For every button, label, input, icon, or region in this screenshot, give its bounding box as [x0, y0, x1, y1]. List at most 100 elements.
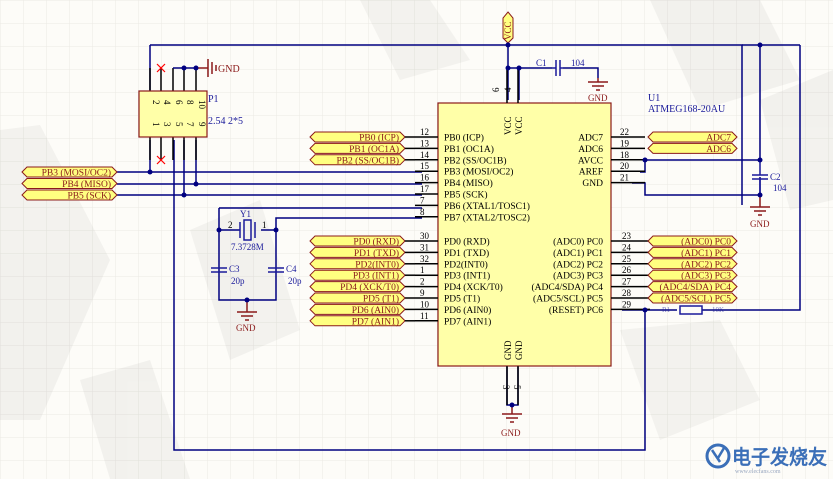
- mcu-pin-number: 23: [622, 231, 632, 241]
- p1-designator: P1: [208, 94, 219, 105]
- p1-pin-number: 6: [174, 100, 184, 105]
- mcu-pin-number: 8: [420, 207, 425, 217]
- gnd-symbol-mcu: [502, 413, 522, 423]
- mcu-pin-number: 24: [622, 242, 632, 252]
- net-port[interactable]: PD3 (INT1): [309, 269, 406, 282]
- mcu-pin-name: (ADC0) PC0: [553, 237, 603, 248]
- capacitor-c2[interactable]: [752, 160, 768, 195]
- crystal-y1[interactable]: [239, 219, 256, 241]
- mcu-pin-name: PD5 (T1): [444, 294, 480, 305]
- net-port[interactable]: PB1 (OC1A): [309, 142, 406, 155]
- p1-pin-number: 9: [197, 122, 207, 127]
- port-label: PD4 (XCK/T0): [340, 282, 399, 293]
- port-label: ADC7: [706, 134, 731, 144]
- port-label: PB0 (ICP): [359, 133, 399, 144]
- watermark-brand: 电子发烧友: [732, 445, 827, 469]
- mcu-pin-number: 32: [420, 254, 429, 264]
- port-shape: [647, 246, 738, 258]
- c3-value: 20p: [231, 276, 245, 286]
- resistor-r1[interactable]: [679, 305, 703, 315]
- mcu-vcc-pins: [506, 68, 519, 103]
- mcu-pin-name: AVCC: [578, 156, 603, 166]
- gnd-label: GND: [588, 93, 608, 103]
- junctions: [147, 42, 763, 408]
- u1-part-number: ATMEG168-20AU: [648, 104, 726, 115]
- gnd-symbol-header: [207, 59, 217, 77]
- net-port[interactable]: ADC6: [647, 142, 738, 155]
- net-port[interactable]: PB4 (MISO): [21, 178, 118, 191]
- net-port[interactable]: PD7 (AIN1): [309, 315, 406, 328]
- header-leads: [149, 68, 197, 160]
- junction-dot: [516, 65, 522, 71]
- port-label: PB4 (MISO): [62, 179, 111, 190]
- net-port[interactable]: PD2(INT0): [309, 258, 406, 271]
- net-port[interactable]: PD0 (RXD): [309, 235, 406, 248]
- port-shape: [647, 142, 738, 154]
- net-port[interactable]: PD6 (AIN0): [309, 303, 406, 316]
- mcu-pin-number: 2: [420, 277, 425, 287]
- y1-pin-number: 1: [262, 220, 267, 230]
- net-port[interactable]: (ADC5/SCL) PC5: [647, 292, 738, 305]
- net-port[interactable]: PB0 (ICP): [309, 131, 406, 144]
- y1-value: 7.3728M: [231, 242, 264, 252]
- junction-dot: [757, 42, 763, 48]
- capacitor-c1[interactable]: [552, 60, 563, 76]
- y1-pin-number: 2: [228, 220, 233, 230]
- port-label: PD5 (T1): [363, 294, 399, 305]
- net-port[interactable]: PD1 (TXD): [309, 246, 406, 259]
- mcu-pin-name: PD1 (TXD): [444, 248, 489, 259]
- capacitor-c4[interactable]: [268, 267, 284, 273]
- gnd-symbol-c1: [588, 81, 608, 91]
- net-port[interactable]: PB5 (SCK): [21, 189, 118, 202]
- junction-dot: [193, 181, 199, 187]
- vcc-power-port[interactable]: VCC: [502, 11, 514, 44]
- c1-designator: C1: [536, 58, 547, 68]
- mcu-pin-name: (ADC1) PC1: [553, 248, 603, 259]
- port-shape: [647, 269, 738, 281]
- c2-designator: C2: [770, 172, 781, 182]
- mcu-pin-number: 20: [620, 161, 630, 171]
- mcu-pin-number: 19: [620, 138, 630, 148]
- logo-icon: [705, 443, 731, 469]
- capacitor-c3[interactable]: [211, 267, 227, 273]
- mcu-u1-body[interactable]: [437, 102, 612, 367]
- net-port[interactable]: (ADC4/SDA) PC4: [647, 281, 738, 294]
- u1-designator: U1: [648, 93, 660, 104]
- header-p1-body[interactable]: [138, 90, 208, 138]
- net-port[interactable]: PB2 (SS/OC1B): [309, 154, 406, 167]
- net-port[interactable]: (ADC3) PC3: [647, 269, 738, 282]
- net-port[interactable]: (ADC0) PC0: [647, 235, 738, 248]
- net-port[interactable]: (ADC2) PC2: [647, 258, 738, 271]
- mcu-pin-name: ADC7: [578, 134, 603, 144]
- net-port[interactable]: PD5 (T1): [309, 292, 406, 305]
- port-shape: [21, 178, 118, 189]
- p1-pin-number: 1: [151, 122, 161, 127]
- junction-dot: [181, 192, 187, 198]
- mcu-pin-name: PB7 (XTAL2/TOSC2): [444, 212, 530, 223]
- junction-dot: [757, 192, 763, 198]
- net-port[interactable]: PD4 (XCK/T0): [309, 281, 406, 294]
- p1-pin-number: 7: [185, 122, 195, 127]
- port-label: PD1 (TXD): [354, 248, 399, 259]
- mcu-pin-number: 14: [420, 150, 430, 160]
- p1-pin-number: 2: [151, 100, 161, 105]
- mcu-pin-number: 17: [420, 184, 430, 194]
- net-port[interactable]: (ADC1) PC1: [647, 246, 738, 259]
- mcu-pin-name: PB0 (ICP): [444, 133, 484, 144]
- net-port[interactable]: ADC7: [647, 131, 738, 144]
- net-port[interactable]: PB3 (MOSI/OC2): [21, 166, 118, 179]
- mcu-pin-name: PB6 (XTAL1/TOSC1): [444, 201, 530, 212]
- mcu-pin-name: PB3 (MOSI/OC2): [444, 167, 513, 178]
